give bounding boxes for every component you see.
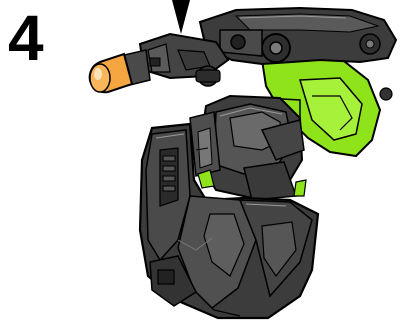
trans-orange-light xyxy=(90,54,132,92)
down-arrow-icon xyxy=(172,0,190,34)
torso-joint xyxy=(190,96,306,200)
arm-piece xyxy=(120,34,228,86)
